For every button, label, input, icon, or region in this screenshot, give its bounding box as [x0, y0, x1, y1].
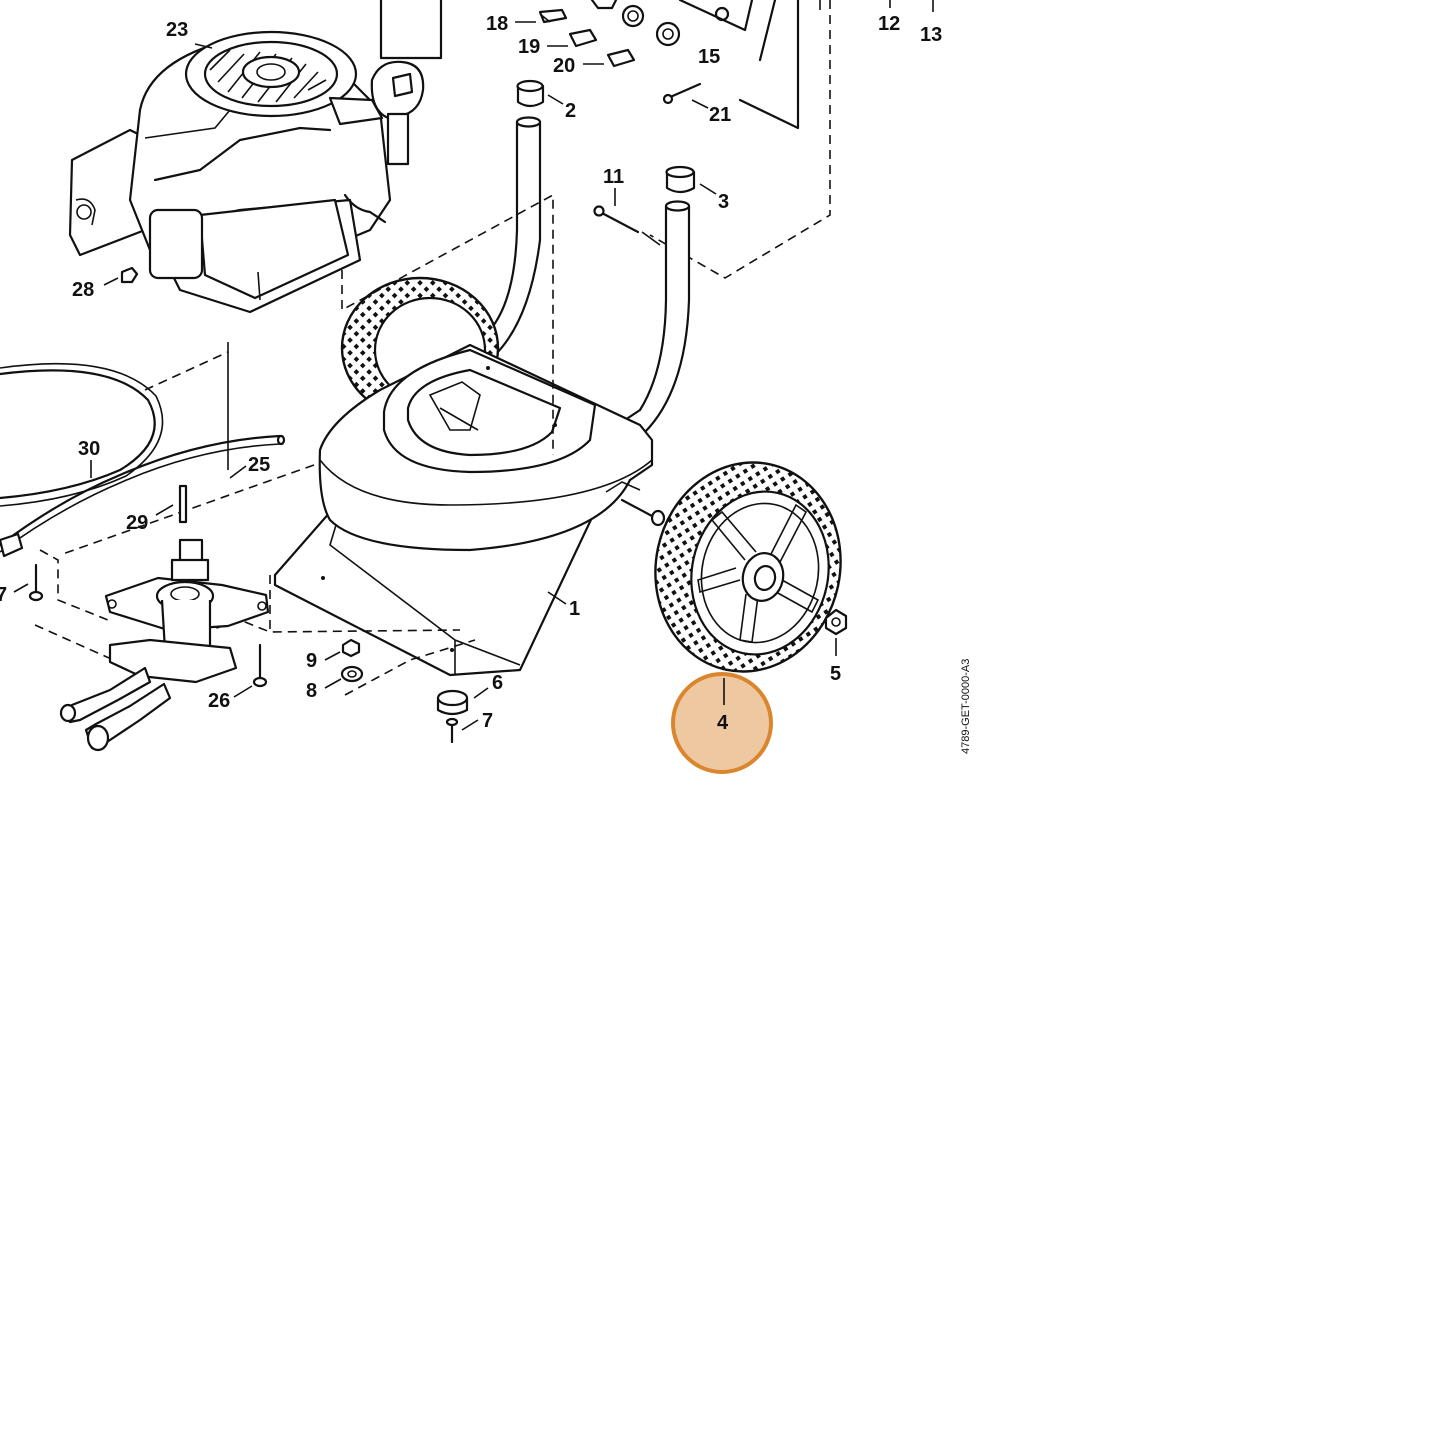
- assembly-guide-lines: [34, 193, 554, 696]
- screw-26-icon: [233, 643, 268, 698]
- callout-15: 15: [698, 46, 720, 68]
- callout-5: 5: [830, 663, 841, 685]
- callout-9: 9: [306, 650, 317, 672]
- callout-26: 26: [208, 690, 230, 712]
- screw-20-icon: [583, 48, 636, 68]
- callout-23: 23: [166, 19, 188, 41]
- pin-29-icon: [155, 484, 188, 524]
- screw-21-icon: [662, 82, 709, 109]
- callout-11: 11: [603, 166, 624, 188]
- callout-27: 7: [0, 584, 7, 606]
- nut-5-icon: [824, 608, 848, 656]
- engine-assembly: [68, 30, 425, 314]
- callout-28: 28: [72, 279, 94, 301]
- callout-30: 30: [78, 438, 100, 460]
- screw-7-icon: [445, 717, 479, 744]
- callout-13: 13: [920, 24, 942, 46]
- bolt-11-icon: [593, 188, 661, 246]
- callout-1: 1: [569, 598, 580, 620]
- control-panel-part: [379, 0, 934, 279]
- hose-30: [0, 342, 229, 507]
- callout-labels: 23 18 19 20 15 12 13 2 21 11 3 28 30 25 …: [0, 13, 942, 734]
- pad-6-icon: [436, 687, 489, 716]
- callout-12: 12: [878, 13, 900, 35]
- callout-20: 20: [553, 55, 575, 77]
- callout-7: 7: [482, 710, 493, 732]
- callout-6: 6: [492, 672, 503, 694]
- callout-29: 29: [126, 512, 148, 534]
- callout-18: 18: [486, 13, 508, 35]
- nut-28-icon: [103, 266, 139, 286]
- drawing-number: 4789-GET-0000-A3: [960, 659, 972, 754]
- hose-25: [0, 434, 286, 558]
- callout-8: 8: [306, 680, 317, 702]
- callout-3: 3: [718, 191, 729, 213]
- handle-tube-right: [623, 200, 691, 434]
- pump-assembly: [59, 538, 270, 752]
- highlight-marker-part-4[interactable]: [671, 672, 773, 774]
- decal-plate: [379, 0, 443, 60]
- callout-19: 19: [518, 36, 540, 58]
- callout-25: 25: [248, 454, 270, 476]
- screw-27-icon: [13, 563, 44, 602]
- callout-21: 21: [709, 104, 731, 126]
- nut-9-icon: [324, 638, 361, 661]
- screw-18-icon: [515, 8, 568, 24]
- frame-1: [273, 276, 666, 677]
- wheel-4: [654, 461, 842, 673]
- washer-8-icon: [324, 665, 364, 689]
- callout-2: 2: [565, 100, 576, 122]
- cap-2-icon: [516, 79, 564, 108]
- cap-3-icon: [665, 165, 717, 195]
- callout-4[interactable]: 4: [717, 712, 729, 734]
- screw-19-icon: [547, 28, 598, 48]
